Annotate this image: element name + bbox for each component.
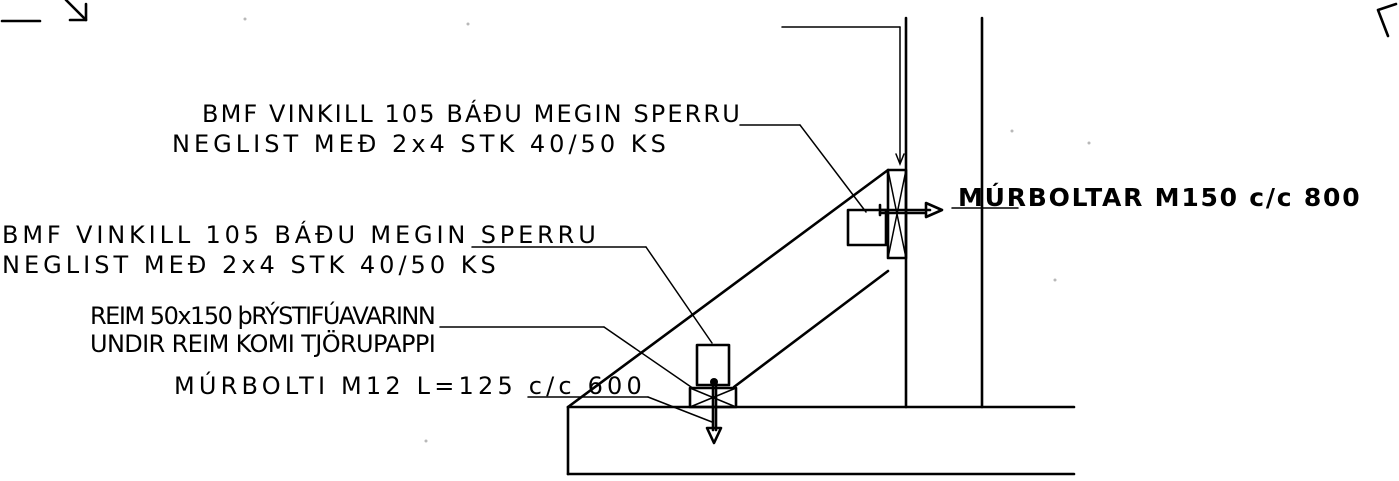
leader-lines [439, 26, 1019, 423]
lower-angle-note-line1: BMF VINKILL 105 BÁÐU MEGIN SPERRU [2, 220, 596, 249]
wall-anchor-bolt [878, 201, 944, 219]
upper-steel-angle [846, 208, 888, 247]
corner-direction-arrow [0, 0, 88, 23]
drafting-dots [243, 17, 1091, 443]
rafter [566, 168, 890, 409]
upper-angle-note-line2: NEGLIST MEÐ 2x4 STK 40/50 KS [172, 130, 666, 158]
sole-plate-note-line1: REIM 50x150 þRÝSTIFÚAVARINN [90, 300, 436, 330]
slab-anchor-bolt [705, 378, 723, 445]
lower-angle-note-line2: NEGLIST MEÐ 2x4 STK 40/50 KS [2, 251, 496, 279]
corner-mark-top-right [1376, 2, 1398, 38]
upper-angle-note-line1: BMF VINKILL 105 BÁÐU MEGIN SPERRU [202, 99, 740, 128]
anchor-bolt-note: MÚRBOLTI M12 L=125 c/c 600 [174, 370, 642, 400]
wall-bolts-note: MÚRBOLTAR M150 c/c 800 [958, 182, 1360, 212]
concrete-slab [566, 405, 1076, 476]
sole-plate-note-line2: UNDIR REIM KOMI TJÖRUPAPPI [90, 329, 436, 358]
